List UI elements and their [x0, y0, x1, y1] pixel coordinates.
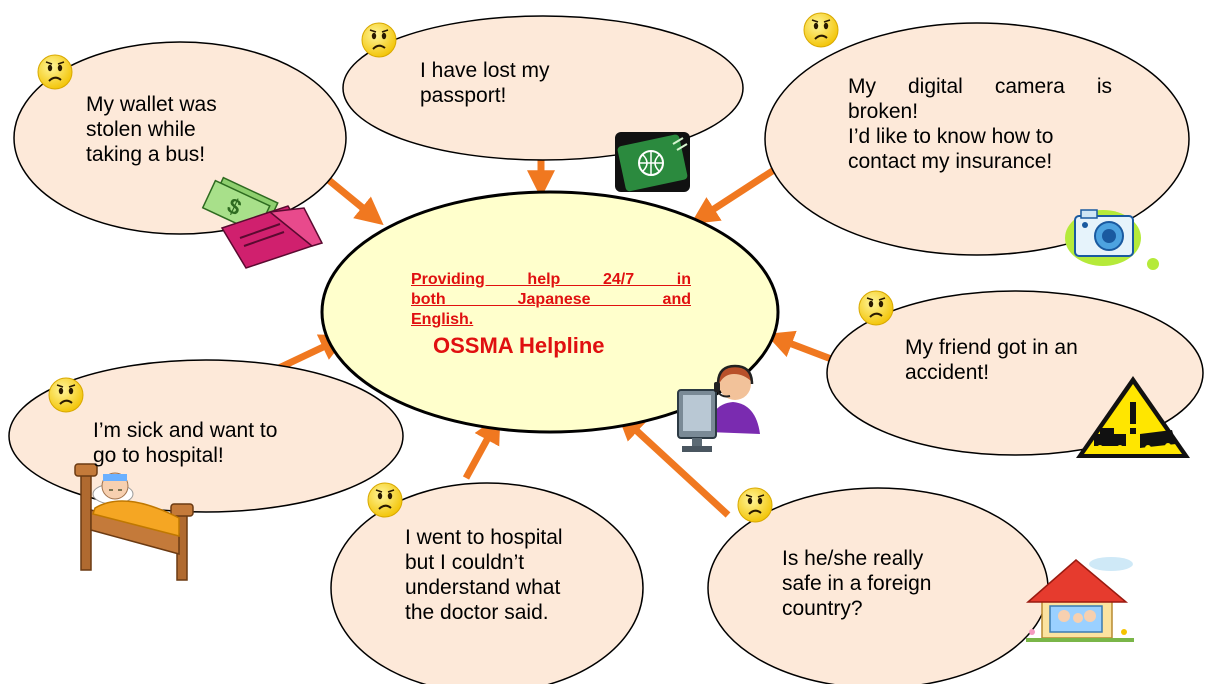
- bubble-safe-text: Is he/she really safe in a foreign count…: [782, 546, 982, 621]
- bubble-friend-text: My friend got in an accident!: [905, 335, 1135, 385]
- operator-icon: [677, 364, 760, 452]
- bubble-sick-text: I’m sick and want to go to hospital!: [93, 418, 343, 468]
- arrow-camera: [690, 165, 779, 225]
- bubble-passport-text: I have lost my passport!: [420, 58, 640, 108]
- bubble-line: taking a bus!: [86, 143, 206, 166]
- bubble-line: broken!: [848, 100, 919, 123]
- bubble-line: understand what: [405, 576, 561, 599]
- center-helpline-text: Providing help 24/7 in both Japanese and…: [411, 270, 691, 360]
- bubble-line: I’d like to know how to: [848, 125, 1054, 148]
- bubble-line: My friend got in an: [905, 336, 1078, 359]
- bubble-line: safe in a foreign: [782, 572, 932, 595]
- helpline-title: OSSMA Helpline: [433, 333, 605, 358]
- bubble-line: go to hospital!: [93, 444, 224, 467]
- bubble-line: accident!: [905, 361, 990, 384]
- center-tagline-line: Providing help 24/7 in: [411, 271, 691, 288]
- worried-face-icon: [737, 487, 773, 523]
- bubble-line: but I couldn’t: [405, 551, 525, 574]
- worried-face-icon: [803, 12, 839, 48]
- sick-in-bed-icon: [74, 463, 194, 581]
- bubble-line: I’m sick and want to: [93, 419, 278, 442]
- arrow-wallet: [322, 174, 384, 226]
- arrow-doctor: [462, 415, 501, 480]
- bubble-line: I have lost my: [420, 59, 550, 82]
- worried-face-icon: [48, 377, 84, 413]
- bubble-camera-text: My digital camera is broken! I’d like to…: [848, 74, 1112, 174]
- bubble-line: the doctor said.: [405, 601, 549, 624]
- bubble-wallet-text: My wallet was stolen while taking a bus!: [86, 92, 286, 167]
- bubble-line: contact my insurance!: [848, 150, 1053, 173]
- passport-icon: [615, 132, 690, 192]
- worried-face-icon: [858, 290, 894, 326]
- bubble-wallet: [13, 41, 347, 235]
- bubble-line: I went to hospital: [405, 526, 563, 549]
- bubble-line: My wallet was: [86, 93, 217, 116]
- bubble-doctor-text: I went to hospital but I couldn’t unders…: [405, 525, 625, 625]
- center-tagline-line: English.: [411, 311, 474, 328]
- worried-face-icon: [361, 22, 397, 58]
- wallet-money-icon: $: [201, 176, 324, 269]
- bubble-line: Is he/she really: [782, 547, 924, 570]
- bubble-line: My digital camera is: [848, 75, 1112, 98]
- bubble-camera: [764, 22, 1190, 256]
- car-accident-sign-icon: [1076, 376, 1190, 458]
- worried-face-icon: [367, 482, 403, 518]
- bubble-passport: [342, 15, 744, 161]
- camera-icon: [1065, 209, 1159, 270]
- bubble-line: stolen while: [86, 118, 196, 141]
- family-house-icon: [1026, 557, 1134, 642]
- center-tagline-line: both Japanese and: [411, 291, 691, 308]
- bubble-line: passport!: [420, 84, 507, 107]
- bubble-line: country?: [782, 597, 863, 620]
- arrow-safe: [616, 412, 731, 518]
- bubble-doctor: [330, 482, 644, 684]
- center-helpline-ellipse: [320, 190, 780, 434]
- worried-face-icon: [37, 54, 73, 90]
